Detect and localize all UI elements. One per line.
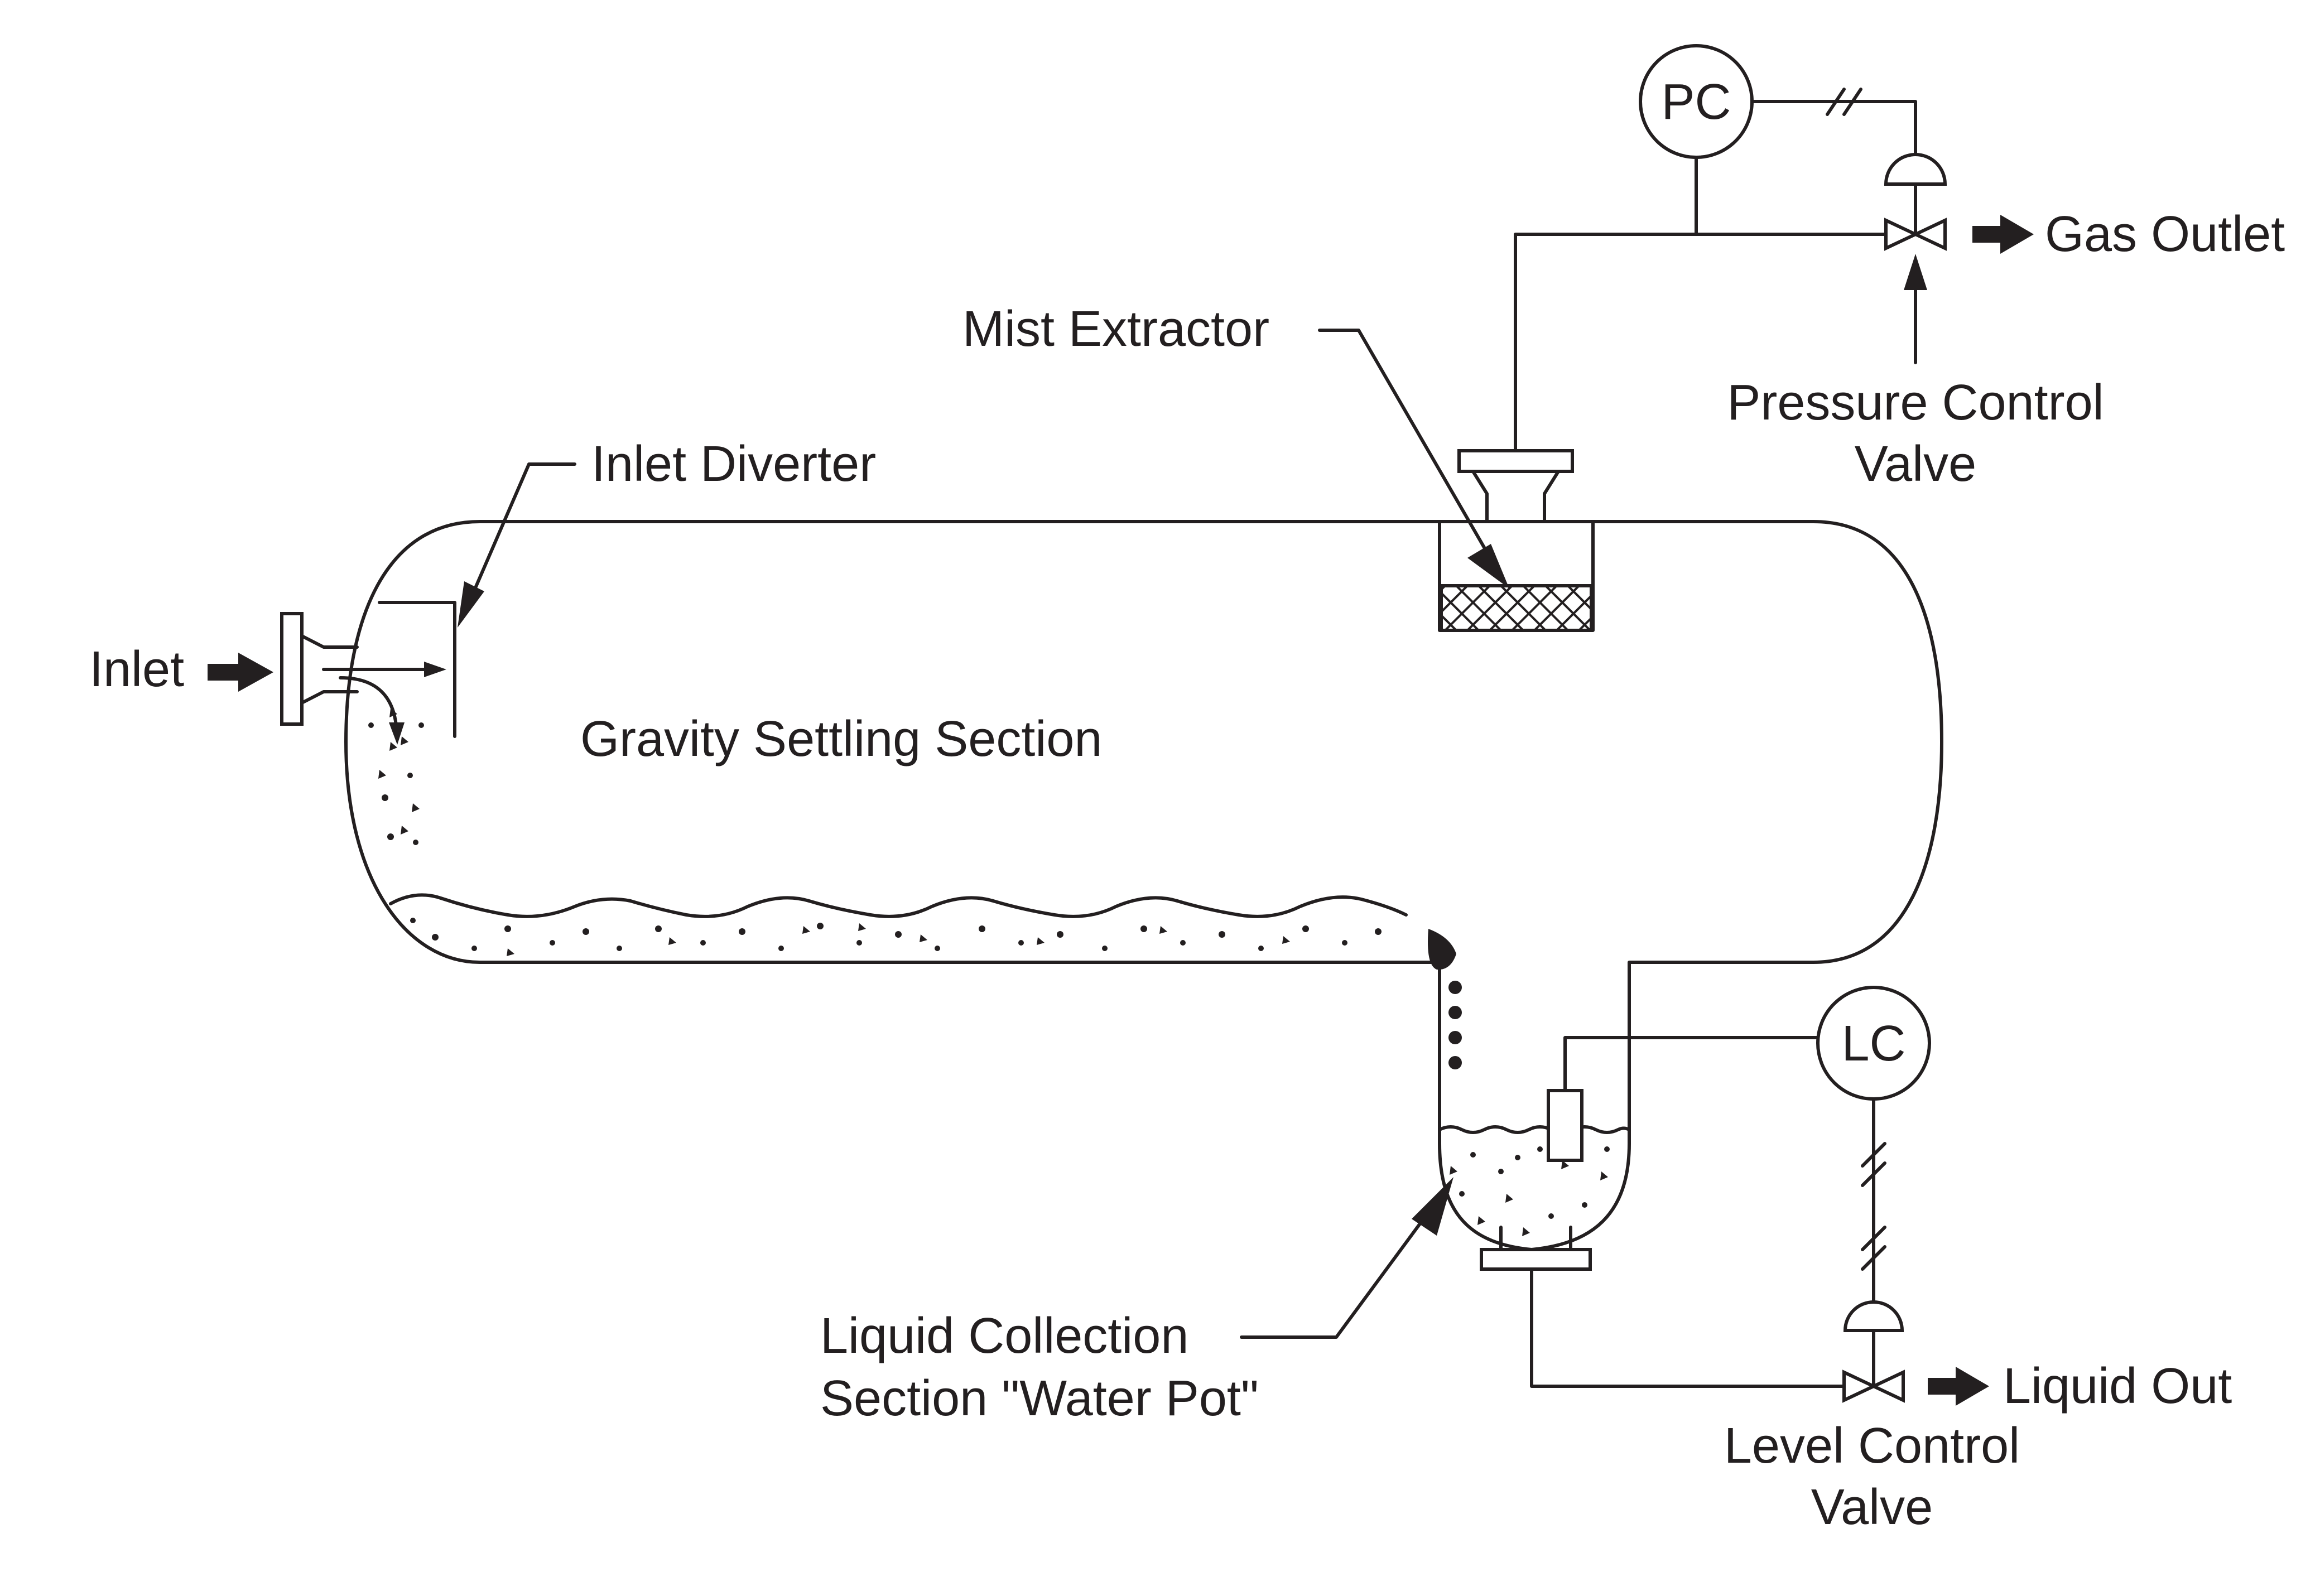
pcv-label-line2: Valve: [1855, 436, 1976, 492]
water-pot-particles: [1450, 1146, 1610, 1236]
liquid-collection-label-line2: Section "Water Pot": [820, 1371, 1259, 1426]
liquid-out-arrow: [1928, 1367, 1989, 1406]
level-float: [1547, 1036, 1820, 1162]
pc-signal-line: [1750, 88, 1917, 175]
inlet-diverter-leader: [458, 462, 576, 628]
water-pot-leader: [1240, 1177, 1453, 1339]
inlet-spray-particles: [368, 708, 424, 845]
lcv-label-line2: Valve: [1811, 1479, 1933, 1535]
gas-outlet-label: Gas Outlet: [2045, 206, 2285, 262]
inlet-flow-arrows: [322, 662, 446, 745]
gas-outlet-arrow: [1972, 215, 2034, 254]
inlet-arrow: [208, 653, 273, 692]
vessel-outline: [344, 520, 1943, 1095]
gravity-settling-label: Gravity Settling Section: [580, 711, 1102, 767]
liquid-collection-label-line1: Liquid Collection: [820, 1308, 1188, 1364]
level-control-valve: [1842, 1300, 1905, 1403]
gas-piping: [1514, 156, 1888, 452]
inlet-diverter: [378, 601, 456, 738]
liquid-particles: [410, 918, 1382, 956]
lc-signal-line: [1861, 1097, 1886, 1321]
falling-droplets: [1428, 929, 1462, 1069]
mist-extractor: [1438, 449, 1595, 632]
lcv-label-line1: Level Control: [1724, 1418, 2020, 1474]
mist-extractor-leader: [1318, 329, 1509, 589]
pcv-pointer-arrow: [1904, 254, 1927, 364]
liquid-out-label: Liquid Out: [2003, 1358, 2232, 1414]
lc-label: LC: [1841, 1016, 1905, 1072]
liquid-piping: [1530, 1267, 1846, 1388]
inlet-nozzle: [280, 612, 359, 726]
pc-label: PC: [1661, 74, 1731, 130]
inlet-diverter-label: Inlet Diverter: [591, 436, 876, 492]
water-pot: [1438, 1092, 1631, 1271]
inlet-label: Inlet: [89, 642, 184, 697]
liquid-surface: [389, 893, 1408, 918]
pressure-control-valve: [1884, 153, 1947, 251]
mist-extractor-label: Mist Extractor: [962, 301, 1269, 357]
pcv-label-line1: Pressure Control: [1727, 375, 2104, 431]
